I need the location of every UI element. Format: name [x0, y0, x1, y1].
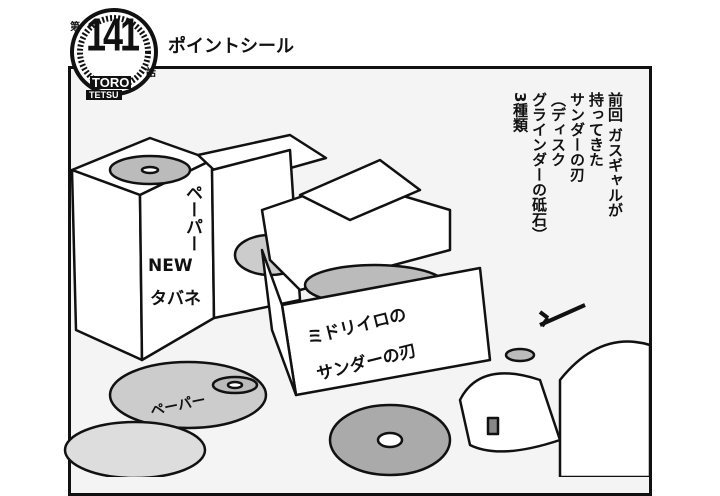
series-logo-line2: TETSU — [86, 90, 122, 100]
narration-line: グラインダーの砥石） — [530, 92, 548, 242]
episode-number: 141 — [86, 7, 140, 61]
narration-line: 前回 ガスギャルが — [606, 92, 624, 218]
narration-line: サンダーの刃 — [568, 92, 586, 182]
left-box-label-3: タバネ — [150, 289, 201, 309]
left-box-label-2: NEW — [148, 256, 193, 276]
narration-line: 3種類 — [511, 92, 529, 133]
left-box-label-1: ペーパー — [182, 184, 202, 252]
episode-prefix: 第 — [70, 22, 80, 33]
narration-line: （ディスク — [549, 92, 567, 167]
narration-line: 持ってきた — [587, 92, 605, 167]
series-logo-line1: TORO — [90, 75, 132, 90]
episode-title: ポイントシール — [168, 36, 294, 57]
episode-suffix: 話 — [146, 68, 156, 79]
narration-caption: 前回 ガスギャルが 持ってきた サンダーの刃 （ディスク グラインダーの砥石） … — [510, 92, 624, 282]
